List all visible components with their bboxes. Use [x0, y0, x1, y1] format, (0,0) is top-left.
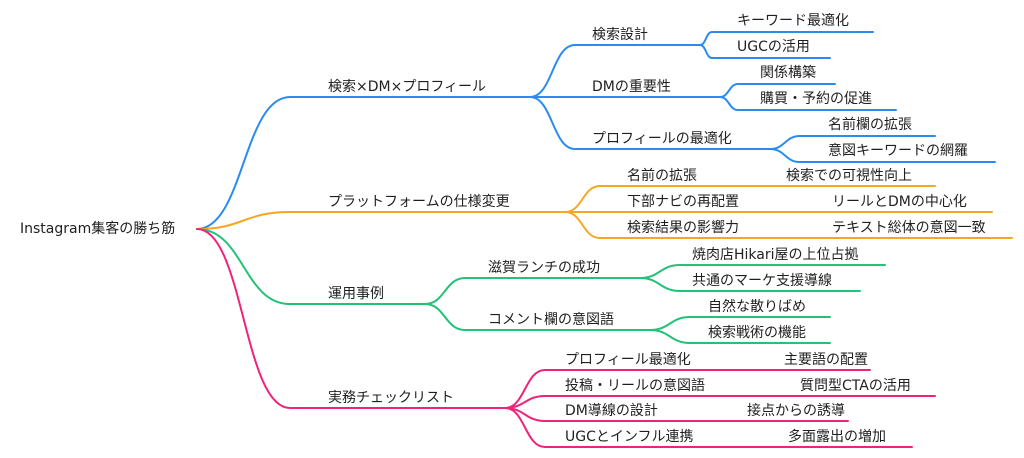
leaf-label-purchase-promotion[interactable]: 購買・予約の促進: [760, 91, 872, 107]
leaf-label-question-cta-usage[interactable]: 質問型CTAの活用: [800, 378, 911, 394]
branch-connector-3: [196, 228, 506, 409]
branch-label-platform-spec-change[interactable]: プラットフォームの仕様変更: [328, 194, 510, 210]
leaf-label-ugc-usage[interactable]: UGCの活用: [737, 39, 810, 55]
leaf-label-multi-exposure-increase[interactable]: 多面露出の増加: [788, 429, 886, 445]
leaf-connector-0-2-1: [769, 148, 996, 163]
leaf-connector-0-1-1: [719, 96, 897, 111]
branch-label-practical-checklist[interactable]: 実務チェックリスト: [328, 390, 454, 406]
node-label-name-expansion[interactable]: 名前の拡張: [627, 168, 697, 184]
node-connector-2-1: [424, 303, 651, 331]
leaf-label-touchpoint-guidance[interactable]: 接点からの誘導: [747, 403, 845, 419]
node-label-search-result-influence[interactable]: 検索結果の影響力: [627, 220, 739, 236]
branch-label-search-dm-profile[interactable]: 検索×DM×プロフィール: [328, 79, 487, 95]
node-connector-0-0: [529, 44, 701, 98]
node-label-dm-funnel-design[interactable]: DM導線の設計: [565, 403, 658, 419]
branch-label-case-studies[interactable]: 運用事例: [328, 286, 384, 302]
node-connector-3-3: [504, 407, 913, 448]
node-label-bottom-nav-relocation[interactable]: 下部ナビの再配置: [627, 194, 739, 210]
branch-connector-2: [196, 228, 426, 305]
leaf-connector-2-1-1: [649, 329, 831, 344]
node-connector-0-2: [529, 96, 771, 150]
leaf-label-natural-placement[interactable]: 自然な散りばめ: [708, 299, 806, 315]
node-connector-1-2: [564, 211, 1013, 239]
leaf-label-key-term-placement[interactable]: 主要語の配置: [784, 352, 868, 368]
node-label-ugc-influencer-collab[interactable]: UGCとインフル連携: [565, 429, 694, 445]
leaf-connector-0-0-1: [699, 44, 831, 59]
node-label-post-reel-intent-words[interactable]: 投稿・リールの意図語: [565, 378, 705, 394]
leaf-label-hikariya-top-ranking[interactable]: 焼肉店Hikari屋の上位占拠: [692, 247, 859, 263]
leaf-label-name-field-expansion[interactable]: 名前欄の拡張: [828, 117, 912, 133]
leaf-label-common-marketing-support[interactable]: 共通のマーケ支援導線: [692, 273, 832, 289]
node-connector-2-0: [424, 277, 641, 305]
branch-connector-0: [196, 96, 531, 230]
node-label-search-design[interactable]: 検索設計: [592, 27, 648, 43]
leaf-connector-2-0-1: [639, 277, 861, 292]
leaf-label-keyword-optimization[interactable]: キーワード最適化: [737, 13, 849, 29]
node-label-comment-intent-words[interactable]: コメント欄の意図語: [488, 312, 614, 328]
leaf-label-text-intent-match[interactable]: テキスト総体の意図一致: [832, 220, 986, 236]
branch-connector-1: [196, 211, 566, 230]
node-label-profile-optimization-check[interactable]: プロフィール最適化: [565, 352, 691, 368]
leaf-label-search-tactic-function[interactable]: 検索戦術の機能: [708, 325, 806, 341]
leaf-label-search-visibility[interactable]: 検索での可視性向上: [786, 168, 912, 184]
root-node-label[interactable]: Instagram集客の勝ち筋: [20, 221, 176, 237]
node-label-shiga-lunch-success[interactable]: 滋賀ランチの成功: [488, 260, 600, 276]
leaf-label-reels-dm-centering[interactable]: リールとDMの中心化: [832, 194, 967, 210]
node-label-profile-optimization[interactable]: プロフィールの最適化: [592, 131, 732, 147]
node-label-dm-importance[interactable]: DMの重要性: [592, 79, 671, 95]
leaf-label-intent-keyword-coverage[interactable]: 意図キーワードの網羅: [828, 143, 968, 159]
leaf-label-relationship-building[interactable]: 関係構築: [760, 65, 816, 81]
